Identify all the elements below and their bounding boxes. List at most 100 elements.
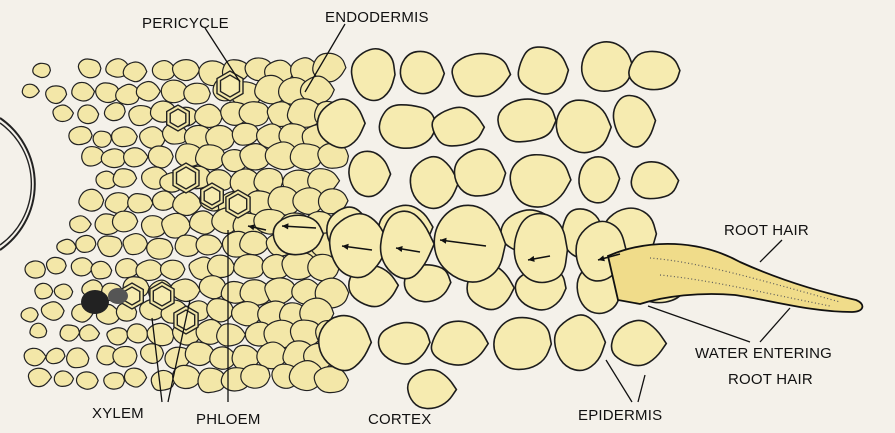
stele-cell <box>41 302 64 321</box>
stele-cell <box>78 105 99 124</box>
root-hair <box>608 244 862 312</box>
stele-cell <box>173 365 201 388</box>
stele-cell <box>147 238 173 259</box>
stele-cell <box>71 258 93 276</box>
stele-cell <box>76 235 96 252</box>
cortex-cell <box>518 47 568 94</box>
cortex-cell <box>629 51 680 89</box>
root-hair-label: ROOT HAIR <box>724 222 809 239</box>
stele-cell <box>184 83 211 104</box>
stele-cell <box>105 193 129 214</box>
stele-cell <box>107 328 128 345</box>
stele-cell <box>57 239 76 254</box>
stele-cell <box>196 235 222 255</box>
stele-cell <box>46 86 67 104</box>
stele-cell <box>141 344 164 364</box>
pericycle-label: PERICYCLE <box>142 15 229 32</box>
water-entering-label-line2: ROOT HAIR <box>728 371 813 388</box>
stele-cell <box>290 144 322 170</box>
stele-cell <box>160 260 184 279</box>
stele-cell <box>76 372 98 389</box>
stele-cell <box>25 261 45 278</box>
stele-cell <box>98 236 122 257</box>
stele-cell <box>53 105 73 121</box>
cortex-label: CORTEX <box>368 411 431 428</box>
stele-cell <box>46 348 65 363</box>
stele-cell <box>207 255 234 277</box>
stele-cell <box>148 146 173 168</box>
stele-cell <box>128 194 153 213</box>
cortex-cell <box>352 49 395 101</box>
stele-cell <box>28 368 51 386</box>
cortex-cell <box>494 318 551 370</box>
stele-cell <box>124 368 146 387</box>
cortex-cell <box>379 323 431 364</box>
stele-cell <box>54 284 72 299</box>
stele-cell <box>91 261 112 279</box>
cortex-cell <box>579 157 620 203</box>
cortex-cell <box>349 151 391 196</box>
xylem-vessel <box>153 286 170 306</box>
cortex-cell <box>319 316 372 371</box>
stele-cell <box>207 299 234 322</box>
xylem-vessel <box>229 194 246 214</box>
stele-cell <box>162 213 191 238</box>
cortex-cell <box>410 157 458 209</box>
stele-cell <box>152 61 175 80</box>
stele-cell <box>113 169 136 187</box>
phloem-label: PHLOEM <box>196 411 261 428</box>
cortex-cell <box>613 95 655 147</box>
stele-cell <box>127 324 148 343</box>
stele-cell <box>78 59 101 78</box>
cortex-cell <box>431 321 488 365</box>
stele-cell <box>140 127 166 149</box>
stele-cell <box>124 148 148 167</box>
stele-cell <box>240 231 270 254</box>
stele-cell <box>69 127 92 145</box>
stele-cell <box>113 346 137 366</box>
stele-cell <box>67 348 89 368</box>
cortex-cell <box>454 149 505 196</box>
stele-cell <box>123 62 147 82</box>
water-entering-label-line1: WATER ENTERING <box>695 345 832 362</box>
stele-cell <box>101 149 125 168</box>
stele-cell <box>104 103 125 121</box>
endodermis-label: ENDODERMIS <box>325 9 429 26</box>
cortex-cell <box>452 54 510 97</box>
xylem-vessel <box>177 167 196 189</box>
cortex-cell <box>612 320 667 365</box>
stele-cell <box>123 234 147 255</box>
central-vascular-cylinder <box>0 118 35 250</box>
stele-cell <box>33 63 51 77</box>
stele-cell <box>234 254 265 278</box>
stele-cell <box>112 127 138 147</box>
stele-cell <box>232 123 259 145</box>
stele-cell <box>116 84 140 104</box>
stele-cell <box>35 283 53 299</box>
cortex-cell <box>555 315 606 371</box>
xylem-vessel <box>204 187 220 205</box>
cortex-cell <box>498 99 556 142</box>
stele-cell <box>60 325 79 341</box>
epidermis-label: EPIDERMIS <box>578 407 662 424</box>
cortex-cell <box>510 155 571 207</box>
cortex-cell <box>408 370 457 409</box>
stele-cell <box>104 373 125 390</box>
stele-cell <box>93 131 111 147</box>
xylem-label: XYLEM <box>92 405 144 422</box>
stele-cell <box>171 279 200 301</box>
cortex-cell <box>400 51 444 93</box>
stele-cell <box>147 323 174 345</box>
stele-cell <box>195 104 223 127</box>
stele-cell <box>173 60 200 81</box>
stele-cell <box>21 308 38 322</box>
stele-cell <box>217 324 246 346</box>
cortex-cell <box>631 162 678 199</box>
cortex-cell <box>379 105 436 148</box>
stele-cell <box>30 323 47 338</box>
stele-cell <box>239 102 269 126</box>
xylem-stain <box>81 290 109 314</box>
cortex-cell <box>514 214 567 283</box>
